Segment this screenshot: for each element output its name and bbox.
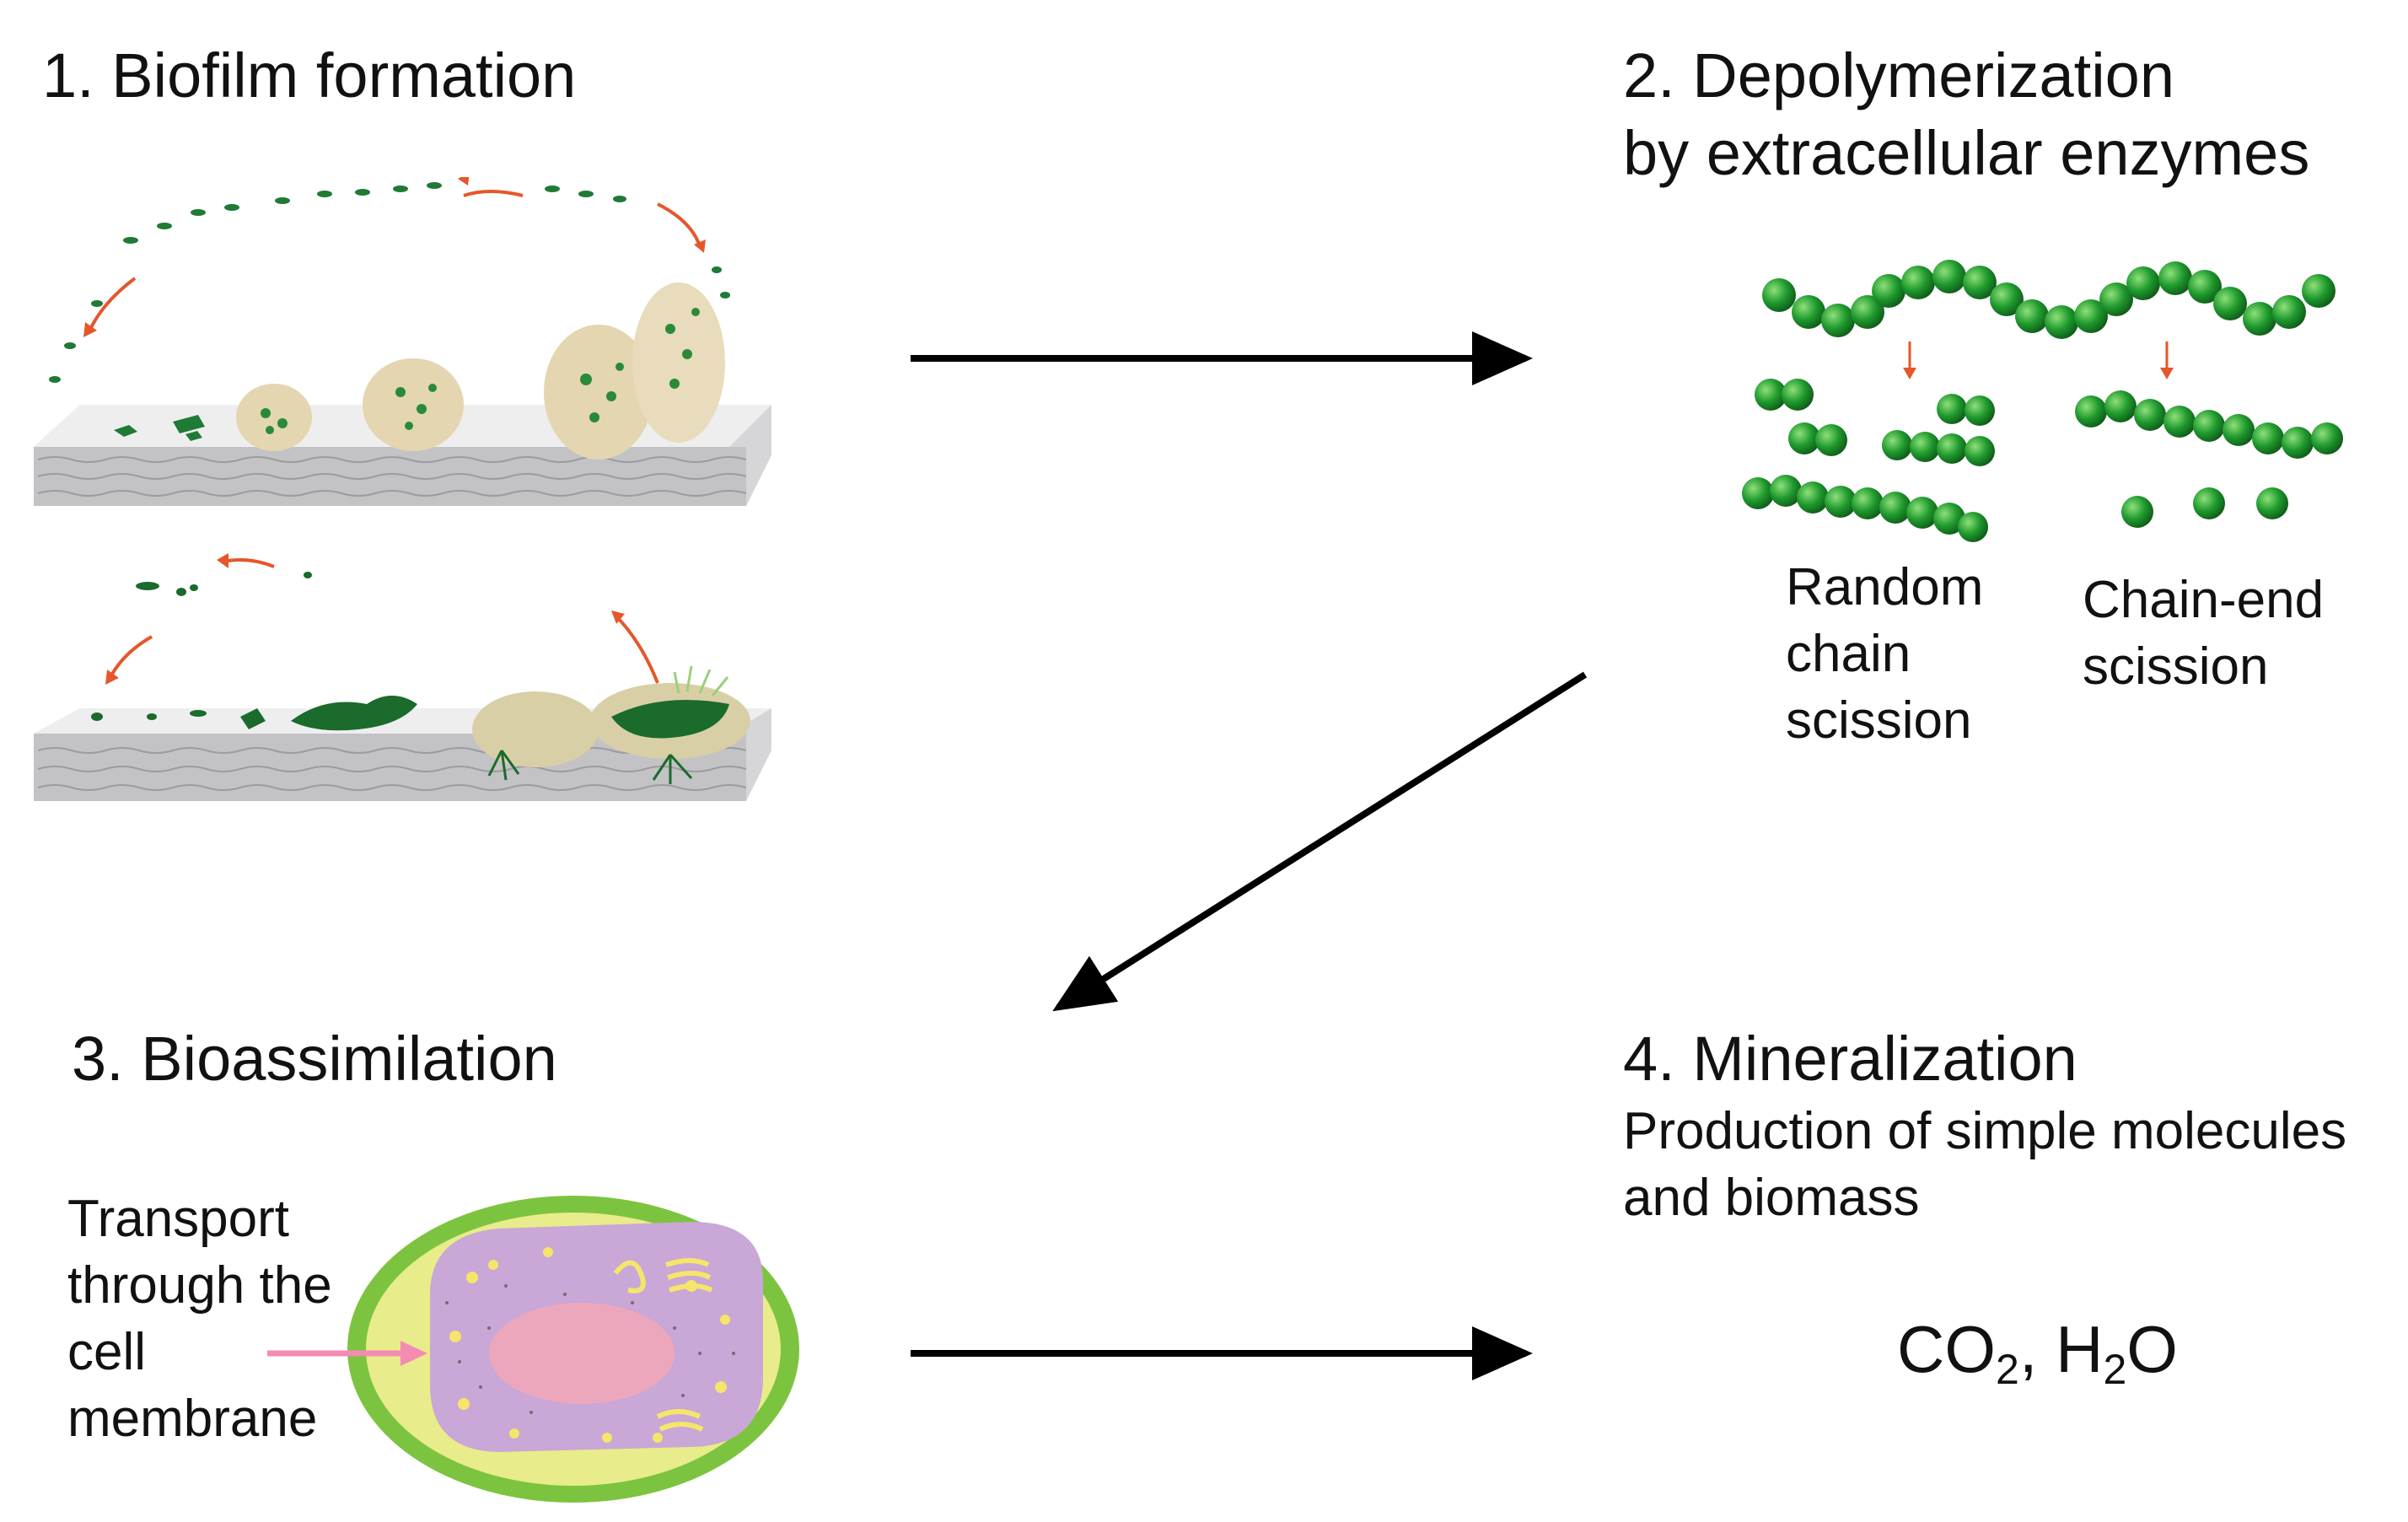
transport-label-2: through the xyxy=(67,1256,332,1315)
microcolony xyxy=(363,358,464,451)
step4-title: 4. Mineralization xyxy=(1623,1024,2077,1094)
mature-biofilm xyxy=(632,282,725,443)
cell-illustration xyxy=(347,1196,799,1503)
random-scission-label-1: Random xyxy=(1786,558,1984,616)
cycle-arrow xyxy=(463,190,524,197)
dense-colony xyxy=(611,700,729,739)
cycle-arrow xyxy=(223,558,275,568)
transport-label-1: Transport xyxy=(67,1190,290,1248)
transport-label-3: cell xyxy=(67,1323,147,1381)
biofilm-matrix xyxy=(472,691,599,767)
mineral-products: CO2, H2O xyxy=(1897,1312,2178,1393)
chain-end-fragments xyxy=(2075,390,2343,528)
random-fragments xyxy=(1742,379,1995,542)
transport-label-4: membrane xyxy=(67,1390,318,1448)
polymer-chain xyxy=(1762,260,2335,339)
cycle-arrow xyxy=(614,614,659,684)
chromatin xyxy=(489,1303,675,1404)
step2-title-line2: by extracellular enzymes xyxy=(1623,118,2310,188)
organelle xyxy=(613,1260,646,1293)
transport-arrow xyxy=(267,1341,427,1366)
step3-title: 3. Bioassimilation xyxy=(72,1024,557,1094)
chainend-scission-label-2: scission xyxy=(2083,637,2269,696)
cycle-arrow xyxy=(657,202,701,247)
step4-subtitle-line1: Production of simple molecules xyxy=(1623,1102,2347,1160)
microcolony xyxy=(236,384,312,451)
dense-colony xyxy=(291,696,417,731)
biofilm-upper-illustration xyxy=(34,177,771,506)
random-scission-label-3: scission xyxy=(1786,691,1972,750)
arrow-step2-to-step3 xyxy=(1052,671,1588,1012)
polymer-scission-illustration xyxy=(1742,260,2343,542)
chainend-scission-label-1: Chain-end xyxy=(2083,571,2325,629)
step2-title-line1: 2. Depolymerization xyxy=(1623,40,2174,110)
step1-title: 1. Biofilm formation xyxy=(42,40,577,110)
biofilm-lower-illustration xyxy=(34,553,771,801)
random-scission-label-2: chain xyxy=(1786,625,1911,683)
cycle-arrow xyxy=(108,635,153,680)
mature-biofilm xyxy=(544,325,653,460)
organelle xyxy=(665,1258,713,1293)
organelle xyxy=(656,1409,704,1432)
step4-subtitle-line2: and biomass xyxy=(1623,1169,1920,1227)
